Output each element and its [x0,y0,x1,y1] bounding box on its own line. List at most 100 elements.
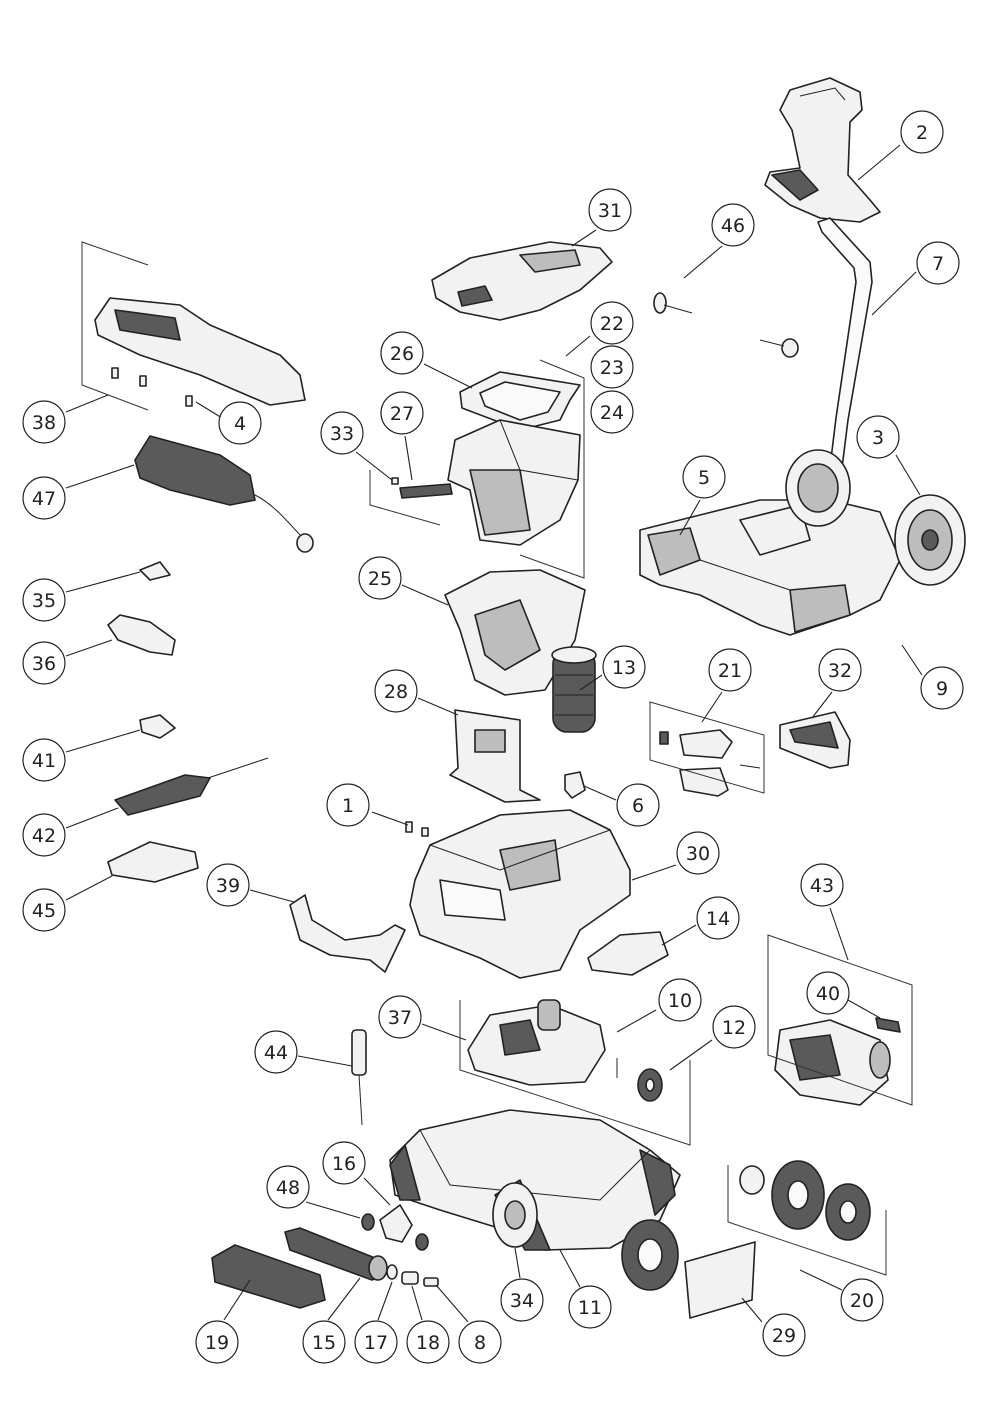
callout-38: 38 [22,394,109,444]
callout-number-5: 5 [698,467,710,489]
callout-circle-10 [658,978,702,1022]
leader-line-27 [404,435,413,481]
leader-line-20 [799,1269,843,1291]
callout-number-45: 45 [32,900,56,922]
part-40-spring [875,1017,901,1033]
part-32-latch [779,711,851,769]
callout-13: 13 [579,645,646,691]
leader-line-16 [363,1177,391,1206]
callout-26: 26 [380,331,473,389]
leader-line-22 [565,335,591,357]
part-34-track-wheel [492,1182,538,1248]
part-33-clip [391,477,399,485]
part-14-cover [587,931,669,976]
leader-line-4 [195,401,223,419]
part-39-bumper [289,894,406,973]
callout-circle-40 [806,971,850,1015]
leader-line-44 [297,1055,353,1067]
callout-42: 42 [22,807,119,857]
callout-circle-7 [916,241,960,285]
callout-circle-21 [708,648,752,692]
callout-19: 19 [195,1279,251,1364]
callout-number-23: 23 [600,357,624,379]
callout-circle-30 [676,831,720,875]
callout-circle-11 [568,1285,612,1329]
callout-circle-46 [711,203,755,247]
callout-circle-3 [856,415,900,459]
callout-number-20: 20 [850,1290,874,1312]
callout-circle-9 [920,666,964,710]
callout-circle-1 [326,783,370,827]
callout-number-37: 37 [388,1007,412,1029]
leader-line-8 [435,1284,469,1323]
callout-circle-5 [682,455,726,499]
callout-number-32: 32 [828,660,852,682]
callout-32: 32 [811,648,862,719]
leader-line-19 [223,1279,251,1321]
part-27-mesh-strip [399,483,453,499]
callout-circle-34 [500,1278,544,1322]
callout-circle-17 [354,1320,398,1364]
callout-circle-23 [590,345,634,389]
part-17-bushing [386,1264,398,1280]
callout-5: 5 [679,455,726,536]
callout-number-12: 12 [722,1017,746,1039]
callout-circle-14 [696,896,740,940]
leader-line-42 [65,807,119,829]
callout-number-27: 27 [390,403,414,425]
part-44-cable [351,1029,367,1126]
bracket-43 [767,934,913,1106]
callout-circle-31 [588,188,632,232]
leader-line-9 [901,644,923,676]
leader-line-21 [701,691,723,723]
part-5-caddy-base [639,499,901,636]
callout-2: 2 [857,110,944,181]
callout-21: 21 [701,648,752,723]
leader-line-30 [631,864,677,881]
leader-line-40 [847,999,881,1019]
callout-12: 12 [669,1005,756,1071]
part-48-nut [361,1213,429,1251]
bracket-21 [649,701,765,794]
callout-circle-32 [818,648,862,692]
callout-circle-22 [590,301,634,345]
callout-circle-12 [712,1005,756,1049]
part-3-wheels [785,449,966,586]
part-15-brush-core [284,1227,388,1281]
part-35-clip [139,561,171,581]
callout-48: 48 [266,1165,361,1219]
part-12-gear [637,1068,663,1102]
callout-number-17: 17 [364,1332,388,1354]
callout-7: 7 [871,241,960,316]
callout-number-36: 36 [32,653,56,675]
callout-16: 16 [322,1141,391,1206]
leader-line-28 [417,697,459,716]
leader-line-26 [423,363,473,389]
leader-line-12 [669,1039,713,1071]
callout-circle-8 [458,1320,502,1364]
callout-number-31: 31 [598,200,622,222]
part-8-pin [423,1277,439,1287]
callout-circle-41 [22,738,66,782]
callout-25: 25 [358,556,449,606]
callout-4: 4 [195,401,262,445]
callout-10: 10 [616,978,702,1033]
callout-34: 34 [500,1247,544,1322]
callout-number-1: 1 [342,795,354,817]
part-20-wheel-set [739,1160,871,1241]
part-45-cover [107,841,199,883]
callout-number-18: 18 [416,1332,440,1354]
leader-line-1 [371,811,409,826]
leader-line-35 [65,571,141,593]
callout-circle-4 [218,401,262,445]
part-30-main-body [409,809,631,979]
callout-circle-33 [320,411,364,455]
callout-28: 28 [374,669,459,716]
callout-6: 6 [583,783,660,827]
part-11-front-wheel [621,1219,679,1291]
callout-circle-18 [406,1320,450,1364]
leader-line-32 [811,691,833,719]
bracket-37 [459,1000,691,1146]
